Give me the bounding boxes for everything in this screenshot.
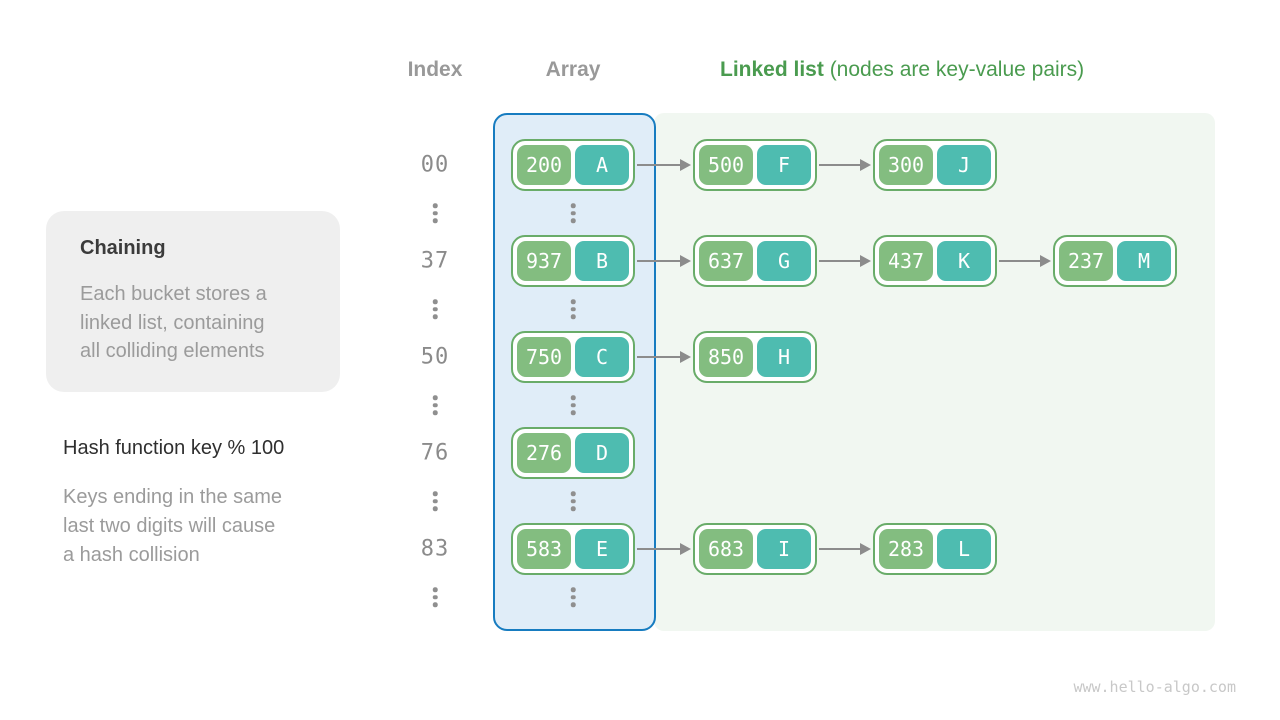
bucket-index-label: 76 xyxy=(420,440,450,466)
vertical-ellipsis-icon xyxy=(432,587,438,607)
next-pointer-arrow-icon xyxy=(637,350,691,364)
hash-collision-note-line: Keys ending in the same xyxy=(63,486,283,508)
linked-list-header-bold: Linked list xyxy=(720,58,824,81)
index-column-header: Index xyxy=(407,58,463,81)
bucket-index-label: 00 xyxy=(420,152,450,178)
node-key: 276 xyxy=(517,433,571,473)
node-key: 283 xyxy=(879,529,933,569)
node-value: J xyxy=(937,145,991,185)
chaining-description-line: Each bucket stores a xyxy=(80,283,267,305)
node-key: 750 xyxy=(517,337,571,377)
node-value: A xyxy=(575,145,629,185)
bucket-index-label: 83 xyxy=(420,536,450,562)
node-key: 937 xyxy=(517,241,571,281)
bucket-index-label: 50 xyxy=(420,344,450,370)
next-pointer-arrow-icon xyxy=(637,158,691,172)
node-key: 300 xyxy=(879,145,933,185)
chaining-description: Each bucket stores a linked list, contai… xyxy=(80,280,316,366)
vertical-ellipsis-icon xyxy=(432,299,438,319)
vertical-ellipsis-icon xyxy=(570,395,576,415)
node-key: 500 xyxy=(699,145,753,185)
vertical-ellipsis-icon xyxy=(570,491,576,511)
next-pointer-arrow-icon xyxy=(819,254,871,268)
node-value: D xyxy=(575,433,629,473)
node-key: 200 xyxy=(517,145,571,185)
node-key: 437 xyxy=(879,241,933,281)
next-pointer-arrow-icon xyxy=(819,158,871,172)
node-key: 237 xyxy=(1059,241,1113,281)
hash-function-label: Hash function key % 100 xyxy=(63,437,285,459)
node-key: 637 xyxy=(699,241,753,281)
chaining-callout-box: Chaining Each bucket stores a linked lis… xyxy=(46,211,340,392)
hash-collision-note: Keys ending in the same last two digits … xyxy=(63,483,282,570)
node-value: B xyxy=(575,241,629,281)
node-value: M xyxy=(1117,241,1171,281)
node-value: E xyxy=(575,529,629,569)
next-pointer-arrow-icon xyxy=(999,254,1051,268)
vertical-ellipsis-icon xyxy=(432,203,438,223)
linked-list-header-note: (nodes are key-value pairs) xyxy=(823,58,1085,81)
next-pointer-arrow-icon xyxy=(819,542,871,556)
chaining-title: Chaining xyxy=(80,237,166,259)
next-pointer-arrow-icon xyxy=(637,542,691,556)
chaining-description-line: all colliding elements xyxy=(80,340,265,362)
vertical-ellipsis-icon xyxy=(570,587,576,607)
hash-collision-note-line: a hash collision xyxy=(63,544,200,566)
node-key: 683 xyxy=(699,529,753,569)
chaining-description-line: linked list, containing xyxy=(80,311,265,334)
node-value: F xyxy=(757,145,811,185)
node-key: 583 xyxy=(517,529,571,569)
next-pointer-arrow-icon xyxy=(637,254,691,268)
node-value: H xyxy=(757,337,811,377)
node-key: 850 xyxy=(699,337,753,377)
node-value: K xyxy=(937,241,991,281)
hash-collision-note-line: last two digits will cause xyxy=(63,515,276,537)
linked-list-column-header: Linked list (nodes are key-value pairs) xyxy=(720,58,1084,82)
bucket-index-label: 37 xyxy=(420,248,450,274)
node-value: G xyxy=(757,241,811,281)
vertical-ellipsis-icon xyxy=(570,203,576,223)
node-value: C xyxy=(575,337,629,377)
vertical-ellipsis-icon xyxy=(432,491,438,511)
watermark-text: www.hello-algo.com xyxy=(1073,678,1236,696)
vertical-ellipsis-icon xyxy=(432,395,438,415)
node-value: I xyxy=(757,529,811,569)
node-value: L xyxy=(937,529,991,569)
vertical-ellipsis-icon xyxy=(570,299,576,319)
array-column-header: Array xyxy=(545,58,601,81)
